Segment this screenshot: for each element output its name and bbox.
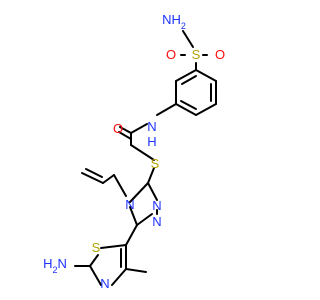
triazole-n4: N <box>125 197 134 212</box>
thiazole-nitrogen: N <box>100 276 109 291</box>
benzene-bond-1 <box>195 69 217 82</box>
bond-thiazole-to-methyl <box>125 268 147 273</box>
allyl-double-bond-a <box>81 172 104 184</box>
amide-nitrogen: N <box>147 119 156 134</box>
allyl-double-bond-b <box>85 168 103 178</box>
sulfonamide-nh2-subscript: 2 <box>181 21 186 31</box>
triazole-c3-n4 <box>129 182 149 203</box>
allyl-bond-2 <box>102 174 115 184</box>
molecule-diagram: NH2 O S O O N H S N N N S H2N N <box>43 12 225 291</box>
thioether-sulfur: S <box>151 156 160 171</box>
triazole-n1: N <box>152 214 161 229</box>
benzene-bond-3 <box>195 103 217 116</box>
benzene-bond-4 <box>175 103 197 116</box>
bond-s-to-triazole <box>147 167 155 184</box>
amino-h2n-label: H2N <box>43 256 67 275</box>
triazole-c3-n2 <box>147 182 158 201</box>
bond-nh-to-carbonyl <box>130 123 148 134</box>
amino-h2n-text: H <box>43 256 52 271</box>
sulfonyl-oxygen-left: O <box>166 47 176 62</box>
bond-carbonyl-to-o <box>119 126 132 134</box>
benzene-inner-bond-2 <box>180 100 197 110</box>
bond-ch2-to-s <box>130 144 155 161</box>
benzene-inner-bond-3 <box>181 75 197 85</box>
sulfonamide-nh2-label: NH2 <box>162 12 186 31</box>
triazole-n2: N <box>152 198 161 213</box>
chemical-structure-canvas: NH2 O S O O N H S N N N S H2N N <box>43 12 226 291</box>
bond-carbonyl-to-o-double <box>118 131 132 140</box>
amino-h2n-subscript: 2 <box>52 265 57 275</box>
bond-sulfonamide-n-s <box>182 30 194 48</box>
sulfonyl-sulfur: S <box>192 47 201 62</box>
bond-triazole-to-thiazole <box>125 224 138 246</box>
bond-lines <box>74 30 217 286</box>
thiazole-s-c2 <box>89 254 99 267</box>
amide-hydrogen: H <box>147 134 156 149</box>
thiazole-sulfur: S <box>92 240 101 255</box>
thiazole-c5-s <box>100 244 127 249</box>
sulfonyl-oxygen-right: O <box>215 47 225 62</box>
sulfonamide-nh2-text: NH <box>162 12 181 27</box>
allyl-bond-1 <box>113 174 127 197</box>
amide-oxygen: O <box>113 121 123 136</box>
atom-labels: NH2 O S O O N H S N N N S H2N N <box>43 12 225 291</box>
benzene-bond-6 <box>175 69 197 82</box>
bond-ring-to-nh <box>156 103 177 116</box>
amino-n-text: N <box>58 256 67 271</box>
triazole-c5-n4 <box>129 206 138 226</box>
thiazole-c2-n <box>89 265 102 286</box>
triazole-n1-c5 <box>136 213 153 226</box>
thiazole-n-c4 <box>111 268 127 286</box>
